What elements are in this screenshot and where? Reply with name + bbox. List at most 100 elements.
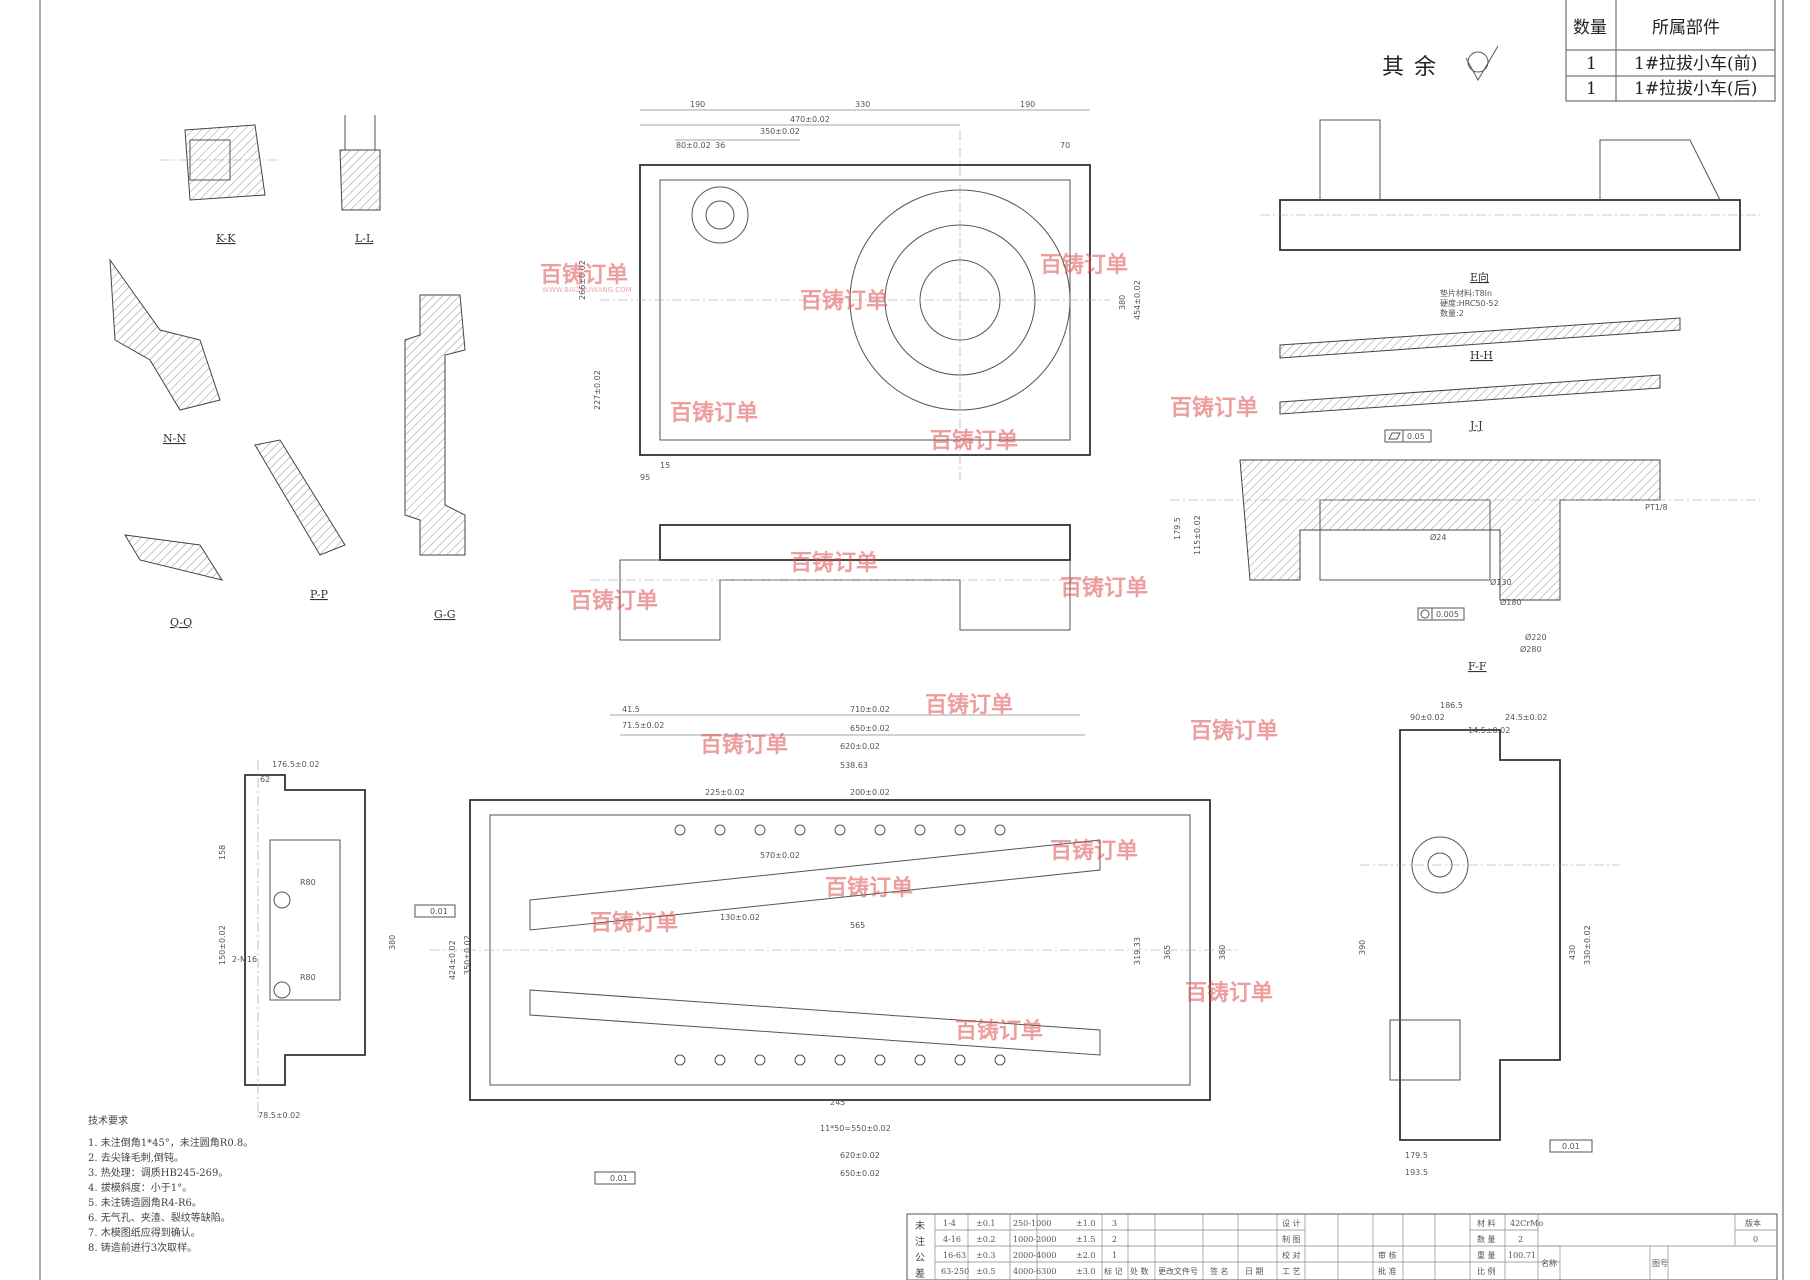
tol-cell: ±0.5 [976,1267,995,1276]
scale-label: 比 例 [1477,1266,1496,1276]
shim-note: 数量:2 [1440,308,1464,318]
tol-cell: 4-16 [943,1235,961,1244]
tolerance-value: 0.05 [1407,432,1425,441]
watermark-text: 百铸订单 [1040,252,1128,278]
tech-req-item: 4. 拔模斜度：小于1°。 [88,1181,192,1194]
section-view-kk: K-K [160,124,280,245]
dim-label: 24.5±0.02 [1505,713,1547,722]
dim-label: Ø24 [1430,532,1446,542]
dim-label: 15 [660,461,670,470]
dim-label: 186.5 [1440,701,1463,710]
technical-requirements: 技术要求 1. 未注倒角1*45°，未注圆角R0.8。 2. 去尖锋毛刺,倒钝。… [88,1114,253,1254]
section-view-qq: Q-Q [124,534,224,629]
tol-label: 公 [915,1253,925,1264]
tol-cell: ±0.1 [976,1219,995,1228]
watermark-text: 百铸订单 [790,550,878,576]
tolerance-value: 0.01 [430,907,448,916]
dim-label: 36 [715,141,725,150]
role-label: 工 艺 [1282,1267,1301,1276]
approve-label: 批 准 [1378,1266,1397,1276]
material-label: 材 料 [1477,1218,1496,1228]
watermark-text: 百铸订单 [1190,718,1278,744]
view-label: H-H [1470,349,1493,362]
view-label: Q-Q [170,616,192,629]
tech-req-item: 8. 铸造前进行3次取样。 [88,1241,197,1254]
tol-label: 差 [915,1267,925,1280]
table-cell-qty: 1 [1586,54,1597,74]
quantity-label: 数 量 [1477,1234,1496,1244]
dim-label: 330 [855,100,870,109]
shim-note: 垫片材料:T8In [1440,288,1492,298]
tech-req-item: 7. 木模图纸应得到确认。 [88,1226,201,1239]
watermark-text: 百铸订单 [925,692,1013,718]
dim-label: Ø130 [1490,577,1512,587]
rev-header: 更改文件号 [1158,1266,1198,1276]
shim-views: E向 垫片材料:T8In 硬度:HRC50-52 数量:2 H-H J-J 0.… [1279,270,1681,443]
section-view-ff: 179.5 115±0.02 Ø180 Ø130 Ø220 Ø280 Ø24 P… [1170,459,1760,673]
watermark-text: 百铸订单 [1170,395,1258,421]
watermark-text: 百铸订单 [955,1018,1043,1044]
dim-label: 390 [1358,940,1367,955]
view-label: F-F [1468,660,1487,673]
left-side-view: 176.5±0.02 62 158 150±0.02 380 78.5±0.02… [218,760,397,1120]
circularity-icon [1420,609,1430,619]
parts-table: 数量 所属部件 1 1#拉拔小车(前) 1 1#拉拔小车(后) [1565,0,1776,102]
view-label: J-J [1469,419,1483,432]
view-label: L-L [355,232,374,245]
view-label: P-P [310,588,329,601]
section-view-nn: N-N [109,258,221,445]
dim-label: 150±0.02 [218,925,227,965]
dim-label: R80 [300,973,316,982]
dim-label: R80 [300,878,316,887]
flatness-icon [1388,432,1401,440]
dim-label: 565 [850,921,865,930]
tol-cell: 16-63 [943,1251,966,1260]
right-side-view: 186.5 24.5±0.02 90±0.02 14.5±0.02 390 43… [1358,701,1620,1177]
view-label: K-K [216,232,236,245]
dim-label: Ø280 [1520,644,1542,654]
table-cell-qty: 1 [1586,79,1597,99]
dim-label: 365 [1163,945,1172,960]
rev-header: 标 记 [1104,1266,1123,1276]
view-label: N-N [163,432,186,445]
title-block: 未 注 公 差 1-4 ±0.1 250-1000 ±1.0 3 4-16 ±0… [906,1213,1778,1280]
watermark-url: WWW.BAIZHUWANG.COM [542,286,632,294]
dim-label: 115±0.02 [1193,515,1202,555]
dim-label: 380 [388,935,397,950]
watermark-text: 百铸订单 [800,288,888,314]
dim-label: 470±0.02 [790,115,830,124]
dim-label: Ø180 [1500,597,1522,607]
tech-req-item: 6. 无气孔、夹渣、裂纹等缺陷。 [88,1211,231,1224]
table-header-part: 所属部件 [1652,18,1720,38]
review-label: 审 核 [1378,1250,1397,1260]
tol-cell: 1-4 [943,1219,956,1228]
dim-label: 538.63 [840,761,868,770]
quantity-value: 2 [1518,1235,1523,1244]
dim-label: 179.5 [1405,1151,1428,1160]
rev-header: 签 名 [1210,1266,1229,1276]
section-view-gg: G-G [404,294,466,621]
tol-cell: ±2.0 [1076,1251,1095,1260]
dim-label: 95 [640,473,650,482]
watermark-text: 百铸订单 [1060,575,1148,601]
dim-label: 62 [260,775,270,784]
revision-marker: 3 [1112,1219,1117,1228]
runout-tolerance-frame: 0.005 [1417,607,1465,621]
dim-label: Ø220 [1525,632,1547,642]
tech-req-item: 1. 未注倒角1*45°，未注圆角R0.8。 [88,1136,253,1149]
name-label: 名称 [1541,1258,1557,1268]
side-view-middle [590,524,1110,641]
tol-cell: ±0.2 [976,1235,995,1244]
surface-note: 其余 [1382,55,1446,80]
dim-label: 14.5±0.02 [1468,726,1510,735]
dim-label: 266±0.02 [578,260,587,300]
tech-req-item: 2. 去尖锋毛刺,倒钝。 [88,1151,184,1164]
top-plan-view: 190 470±0.02 330 190 350±0.02 80±0.02 36… [578,100,1142,482]
tol-cell: ±1.5 [1076,1235,1095,1244]
watermark-text: 百铸订单 [570,588,658,614]
tol-cell: ±0.3 [976,1251,995,1260]
tol-cell: 4000-6300 [1013,1267,1056,1276]
role-label: 制 图 [1282,1234,1301,1244]
